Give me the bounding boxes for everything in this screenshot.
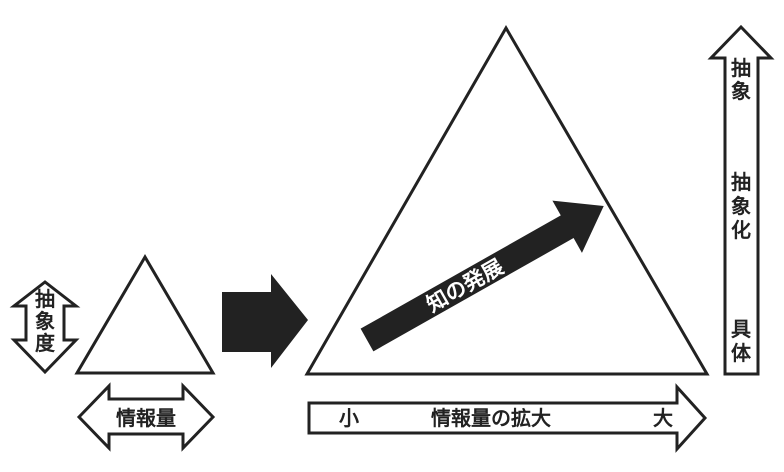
small-horizontal-double-arrow — [76, 382, 216, 452]
axis-top-char-1: 抽 — [731, 56, 751, 80]
growth-arrow-shape — [360, 200, 604, 352]
axis-middle-char-2: 象 — [731, 194, 751, 218]
small-triangle — [74, 254, 216, 375]
axis-bottom-char-1: 具 — [731, 317, 751, 341]
small-horizontal-label: 情報量 — [116, 406, 176, 430]
axis-bottom-char-2: 体 — [731, 341, 752, 365]
abstraction-axis-arrow — [707, 24, 775, 376]
small-vertical-double-arrow — [9, 280, 81, 375]
expansion-center-label: 情報量の拡大 — [431, 406, 551, 430]
small-vertical-char-1: 抽 — [35, 287, 55, 311]
axis-top-char-2: 象 — [731, 79, 751, 103]
small-vertical-char-2: 象 — [35, 309, 55, 333]
axis-middle-char-3: 化 — [731, 218, 751, 242]
expansion-left-label: 小 — [339, 406, 359, 430]
information-expansion-arrow — [307, 383, 708, 453]
right-arrow-icon — [222, 274, 308, 368]
large-triangle — [304, 25, 710, 376]
expansion-right-label: 大 — [653, 406, 673, 430]
axis-middle-char-1: 抽 — [731, 170, 751, 194]
small-vertical-char-3: 度 — [35, 331, 56, 355]
